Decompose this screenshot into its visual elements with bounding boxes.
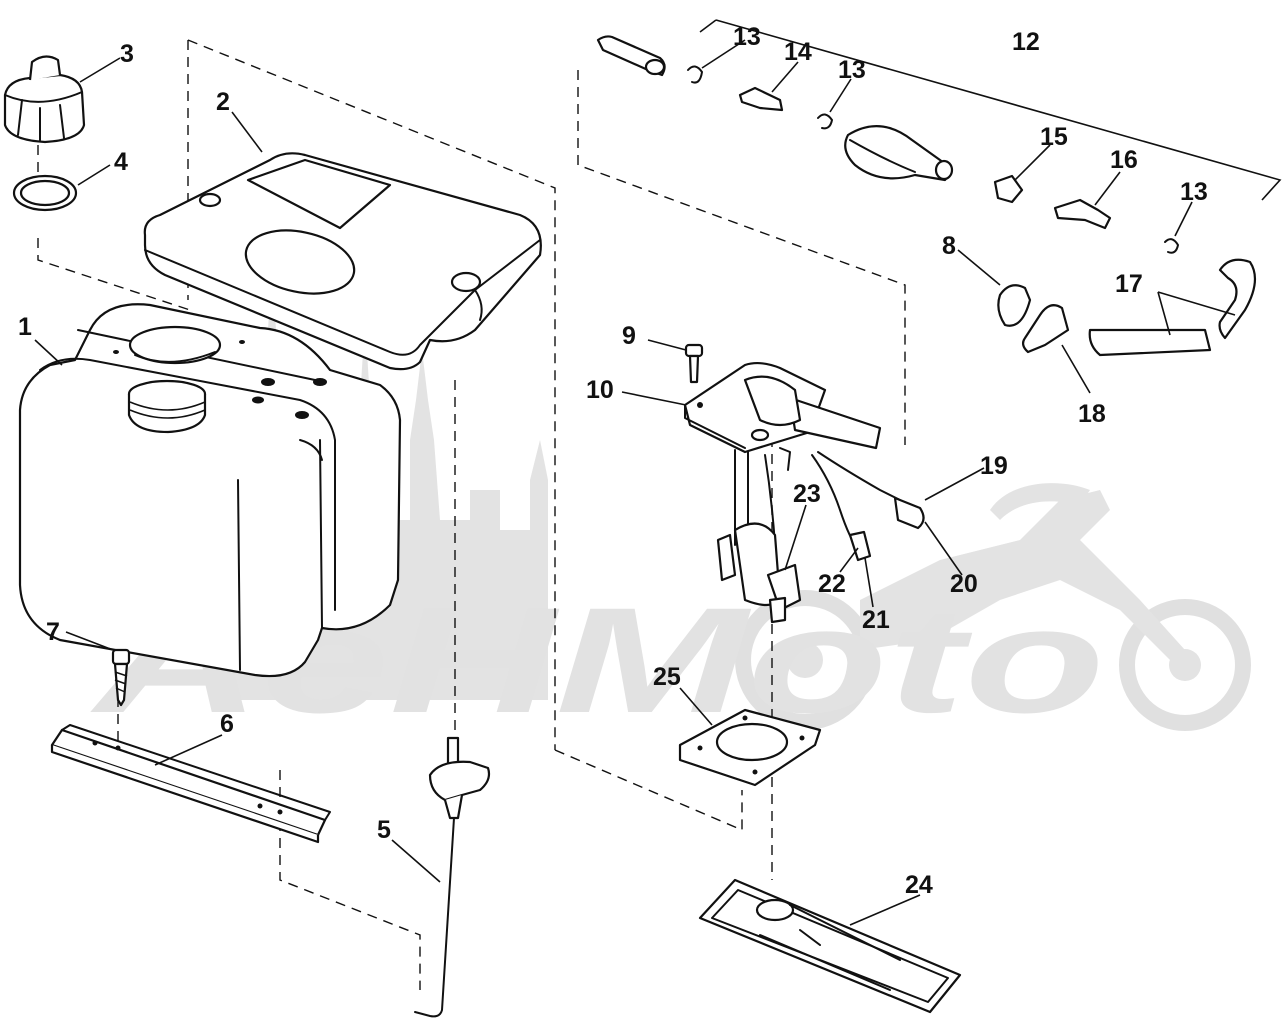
tank-screw [111, 648, 131, 707]
pickup-screw [684, 343, 704, 384]
mounting-bracket [50, 724, 331, 844]
callout-23: 23 [793, 480, 821, 508]
callouts: 1 2 3 4 5 6 7 8 9 10 12 13 13 13 14 15 1… [18, 23, 1208, 899]
fuel-cap [3, 55, 86, 144]
fuel-line-kit [596, 19, 1282, 357]
fuel-gauge [414, 736, 491, 1018]
callout-19: 19 [980, 452, 1008, 480]
callout-2: 2 [216, 88, 230, 116]
callout-13b: 13 [838, 56, 866, 84]
callout-5: 5 [377, 816, 391, 844]
filter-screen [698, 878, 962, 1014]
sender-wires [811, 451, 925, 562]
callout-13c: 13 [1180, 178, 1208, 206]
callout-14: 14 [784, 38, 812, 66]
callout-24: 24 [905, 871, 933, 899]
pickup-gasket [678, 708, 822, 787]
o-ring [12, 174, 78, 212]
tank-cover [143, 152, 542, 371]
callout-22: 22 [818, 570, 846, 598]
callout-21: 21 [862, 606, 890, 634]
callout-3: 3 [120, 40, 134, 68]
callout-9: 9 [622, 322, 636, 350]
callout-15: 15 [1040, 123, 1068, 151]
fuel-pickup-assembly [683, 361, 882, 624]
callout-20: 20 [950, 570, 978, 598]
leader-lines [34, 39, 1236, 926]
callout-10: 10 [586, 376, 614, 404]
callout-18: 18 [1078, 400, 1106, 428]
callout-1: 1 [18, 313, 32, 341]
fuel-tank [18, 303, 402, 678]
callout-7: 7 [46, 618, 60, 646]
callout-16: 16 [1110, 146, 1138, 174]
callout-4: 4 [114, 148, 128, 176]
callout-17: 17 [1115, 270, 1143, 298]
callout-6: 6 [220, 710, 234, 738]
watermark-motorbike [735, 483, 1251, 731]
callout-8: 8 [942, 232, 956, 260]
callout-13a: 13 [733, 23, 761, 51]
callout-25: 25 [653, 663, 681, 691]
callout-12: 12 [1012, 28, 1040, 56]
